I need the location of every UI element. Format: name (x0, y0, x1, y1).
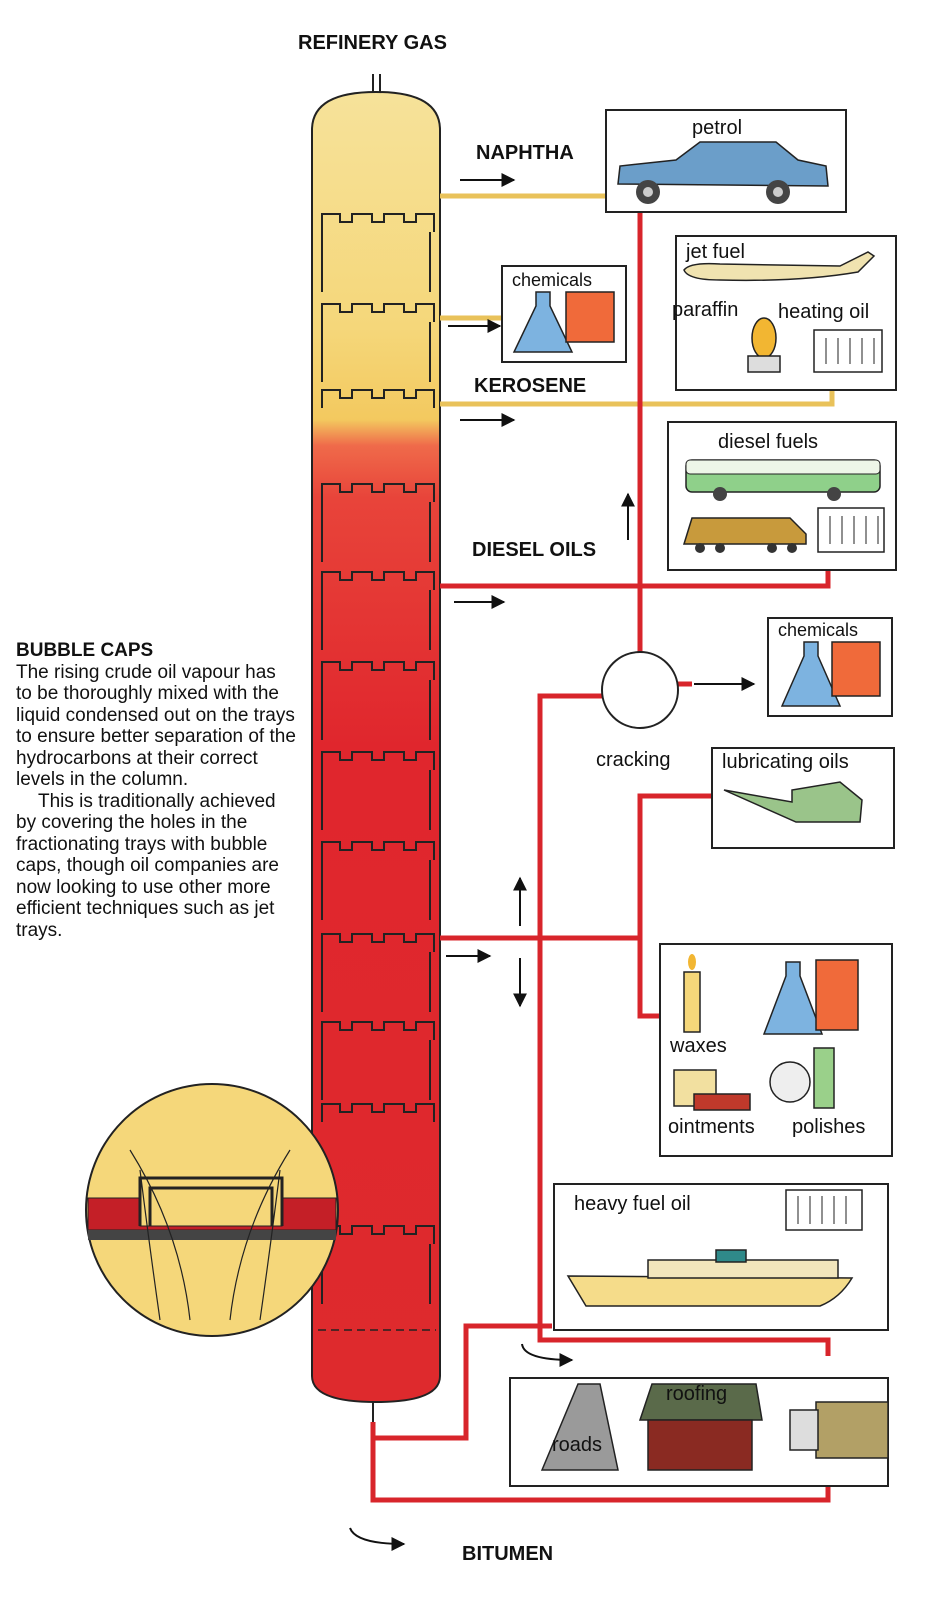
product-box-bitumen: roads roofing (509, 1377, 889, 1487)
radiator-icon (785, 1189, 863, 1231)
label-naphtha: NAPHTHA (476, 142, 574, 164)
tube-icon (693, 1093, 751, 1111)
label-kerosene: KEROSENE (474, 375, 586, 397)
label-ointments: ointments (668, 1116, 755, 1138)
label-refinery-gas: REFINERY GAS (298, 32, 447, 54)
label-heating-oil: heating oil (778, 301, 869, 323)
radiator-icon (817, 507, 885, 553)
label-cracking: cracking (596, 749, 670, 771)
yellow-pipes (440, 193, 835, 407)
label-chemicals-top: chemicals (512, 270, 592, 290)
fractionating-column (311, 74, 441, 1422)
polish-tin-icon (769, 1061, 811, 1103)
bubble-caps-caption: BUBBLE CAPS The rising crude oil vapour … (16, 640, 296, 941)
label-diesel-fuels: diesel fuels (718, 431, 818, 453)
bubble-caps-paragraph-1: The rising crude oil vapour has to be th… (16, 661, 296, 791)
cracking-unit (601, 651, 679, 729)
product-box-lubricating-oils: lubricating oils (711, 747, 895, 849)
product-box-jet-fuel: jet fuel paraffin heating oil (672, 235, 897, 391)
locomotive-icon (682, 517, 807, 553)
label-roads: roads (552, 1434, 602, 1456)
bubble-caps-paragraph-2: This is traditionally achieved by coveri… (16, 790, 279, 941)
product-box-petrol: petrol (605, 109, 847, 213)
chemical-drum-icon (831, 641, 881, 697)
product-box-waxes: waxes ointments polishes (659, 943, 893, 1157)
bus-icon (685, 459, 881, 501)
label-diesel-oils: DIESEL OILS (472, 539, 596, 561)
label-bitumen: BITUMEN (462, 1543, 553, 1565)
bubble-cap-detail (85, 1083, 339, 1337)
label-petrol: petrol (692, 117, 742, 139)
label-lubricating-oils: lubricating oils (722, 751, 849, 773)
flow-arrows (349, 173, 756, 1551)
product-box-diesel-fuels: diesel fuels (667, 421, 897, 571)
ship-icon (566, 1249, 854, 1307)
label-jet-fuel: jet fuel (685, 241, 745, 263)
chemical-drum-icon (815, 959, 859, 1031)
label-waxes: waxes (669, 1035, 727, 1057)
label-roofing: roofing (666, 1383, 727, 1405)
polish-bottle-icon (813, 1047, 835, 1109)
label-paraffin: paraffin (672, 299, 738, 321)
trays (321, 213, 435, 1304)
candle-icon (683, 954, 701, 1033)
product-box-chemicals-mid: chemicals (767, 617, 893, 717)
pipe-icon (789, 1401, 889, 1459)
label-chemicals-mid: chemicals (778, 620, 858, 640)
hut-icon (638, 1383, 763, 1471)
road-icon (540, 1383, 619, 1471)
flask-icon (780, 641, 842, 707)
flask-icon (512, 291, 574, 353)
product-box-chemicals-top: chemicals (501, 265, 627, 363)
radiator-icon (813, 329, 883, 373)
car-icon (617, 141, 829, 204)
flask-icon (762, 961, 824, 1035)
label-heavy-fuel-oil: heavy fuel oil (574, 1193, 691, 1215)
label-polishes: polishes (792, 1116, 865, 1138)
lamp-icon (747, 317, 781, 373)
bubble-caps-title: BUBBLE CAPS (16, 640, 154, 661)
chemical-drum-icon (565, 291, 615, 343)
red-pipes (370, 212, 831, 1503)
airplane-icon (683, 251, 876, 282)
product-box-heavy-fuel-oil: heavy fuel oil (553, 1183, 889, 1331)
oil-can-icon (723, 781, 863, 823)
